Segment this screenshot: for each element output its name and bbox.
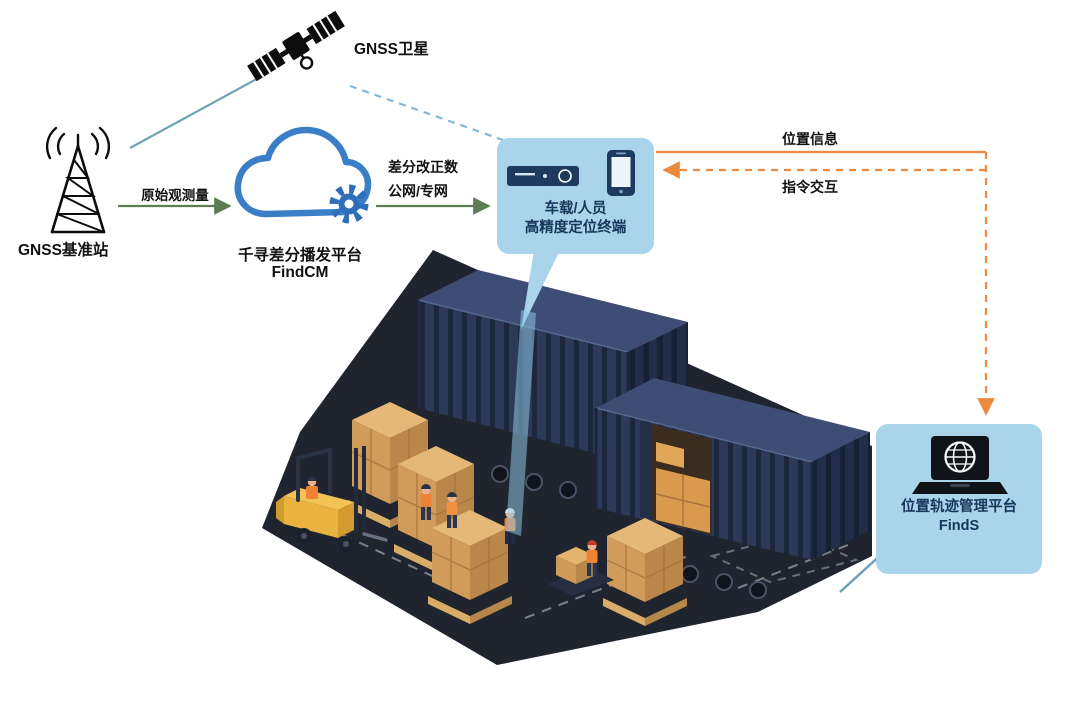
worker-1 — [420, 484, 432, 520]
cloud-gear-icon — [234, 126, 372, 224]
warehouse-illustration — [262, 250, 872, 665]
radio-tower-icon — [45, 126, 111, 234]
terminal-icons — [506, 150, 635, 196]
base-station-label: GNSS基准站 — [18, 242, 109, 259]
connection-lines — [118, 75, 995, 416]
command-interaction-label: 指令交互 — [782, 179, 838, 195]
worker-2 — [446, 492, 458, 528]
pallet-stack-4 — [603, 518, 687, 626]
worker-4 — [586, 540, 598, 576]
correction-label-line1: 差分改正数 — [388, 159, 458, 175]
forklift — [276, 446, 388, 552]
raw-observation-label: 原始观测量 — [141, 188, 209, 203]
satellite-base-link — [129, 75, 263, 149]
container-2-wheels — [681, 565, 767, 599]
satellite-icon — [247, 10, 345, 82]
correction-label-line2: 公网/专网 — [388, 183, 448, 199]
position-info-label: 位置信息 — [782, 131, 838, 147]
platform-subtitle: FindS — [938, 517, 980, 534]
terminal-pointer — [521, 244, 563, 330]
laptop-globe-icon — [912, 436, 1008, 494]
terminal-label-line1: 车载/人员 — [544, 201, 607, 217]
terminal-card: 车载/人员 高精度定位终端 — [497, 138, 654, 254]
satellite-terminal-dashed-link — [349, 84, 504, 142]
cloud-subtitle: FindCM — [271, 264, 329, 281]
container-2-door-panel — [640, 421, 652, 520]
gear-icon — [329, 184, 369, 224]
positioning-beam — [506, 310, 536, 536]
smartphone-icon — [606, 150, 635, 196]
pallet-stack-3 — [428, 510, 512, 624]
satellite-label: GNSS卫星 — [354, 41, 429, 58]
platform-title: 位置轨迹管理平台 — [901, 499, 1017, 515]
container-2 — [594, 378, 870, 560]
platform-card: 位置轨迹管理平台 FindS — [876, 424, 1042, 574]
terminal-label-line2: 高精度定位终端 — [524, 219, 627, 236]
receiver-icon — [506, 166, 579, 186]
container-1-wheels — [491, 465, 577, 499]
cloud-title: 千寻差分播发平台 — [237, 247, 362, 264]
